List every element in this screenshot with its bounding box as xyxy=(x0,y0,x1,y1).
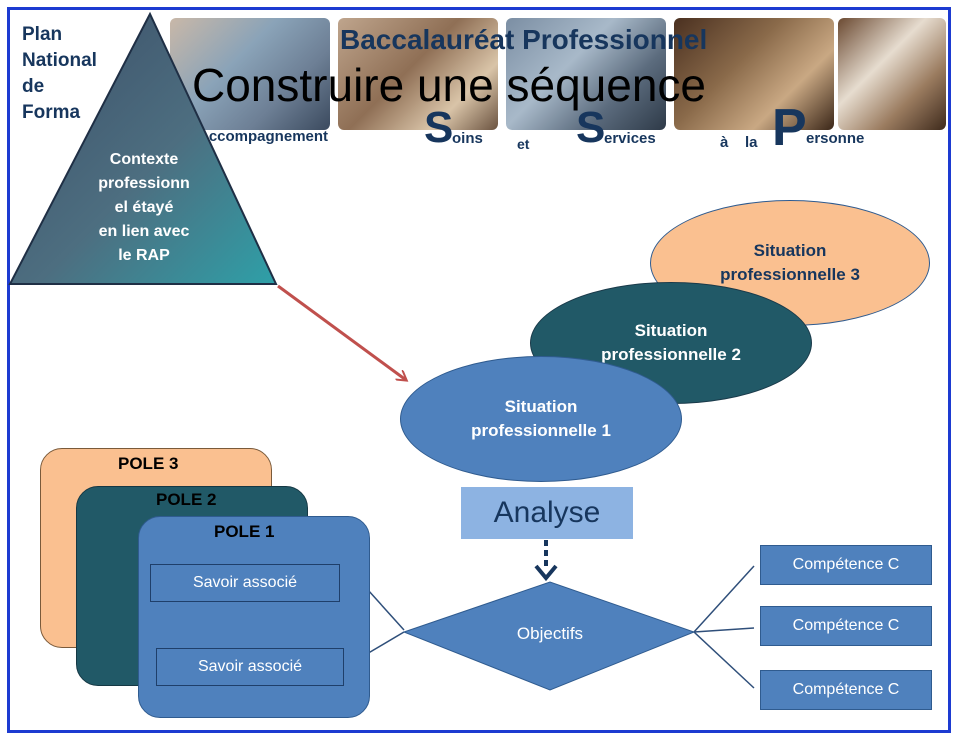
savoir-associe-box: Savoir associé xyxy=(150,564,340,602)
objectifs-label: Objectifs xyxy=(516,624,584,643)
context-triangle xyxy=(8,11,278,285)
situation-3-line2: professionnelle 3 xyxy=(720,265,860,284)
connector-line xyxy=(693,565,755,633)
competence-box: Compétence C xyxy=(760,670,932,710)
situation-1-line2: professionnelle 1 xyxy=(471,421,611,440)
triangle-line: en lien avec xyxy=(98,223,190,240)
plan-line: de xyxy=(22,76,45,97)
dashed-arrow-head xyxy=(534,564,558,582)
connector-line xyxy=(693,627,755,633)
situation-3-line1: Situation xyxy=(753,241,827,260)
subtitle-letter-p: P xyxy=(772,99,807,157)
header-photo-4 xyxy=(674,18,834,130)
pole-1-card xyxy=(138,516,370,718)
context-triangle-text: Contexte professionn el étayé en lien av… xyxy=(80,148,208,268)
subtitle-soins: oins xyxy=(452,130,483,147)
triangle-line: professionn xyxy=(98,175,190,192)
situation-1-line1: Situation xyxy=(504,397,578,416)
plan-line: Forma xyxy=(22,102,81,123)
plan-line: Plan xyxy=(22,24,63,45)
pole-3-label: POLE 3 xyxy=(118,454,179,473)
triangle-line: le RAP xyxy=(118,247,170,264)
header-photo-1 xyxy=(170,18,330,130)
subtitle-personne: ersonne xyxy=(806,130,865,147)
connector-line xyxy=(367,589,405,631)
pole-1-label: POLE 1 xyxy=(214,522,275,541)
triangle-line: Contexte xyxy=(109,151,179,168)
triangle-line: el étayé xyxy=(114,199,174,216)
title-construire-sequence: Construire une séquence xyxy=(192,59,706,111)
plan-national-text: Plan National de Forma xyxy=(22,22,132,126)
header-photo-2 xyxy=(338,18,498,130)
subtitle-letter-s1: S xyxy=(424,103,454,152)
subtitle-la: la xyxy=(745,134,758,151)
pole-2-label: POLE 2 xyxy=(156,490,217,509)
header-photo-3 xyxy=(506,18,666,130)
connector-line xyxy=(693,631,755,689)
subtitle-services: ervices xyxy=(604,130,656,147)
subtitle-et: et xyxy=(517,136,530,152)
situation-2-line2: professionnelle 2 xyxy=(601,345,741,364)
header-photo-5 xyxy=(838,18,946,130)
title-baccalaureat: Baccalauréat Professionnel xyxy=(340,24,708,55)
savoir-associe-box: Savoir associé xyxy=(156,648,344,686)
objectifs-diamond xyxy=(402,581,696,691)
context-arrow xyxy=(277,284,406,380)
analyse-box: Analyse xyxy=(461,487,633,539)
subtitle-accompagnement: Accompagnement xyxy=(198,128,329,145)
competence-box: Compétence C xyxy=(760,606,932,646)
situation-1-ellipse: Situation professionnelle 1 xyxy=(400,356,682,482)
situation-2-line1: Situation xyxy=(634,321,708,340)
subtitle-letter-s2: S xyxy=(576,103,606,152)
subtitle-a: à xyxy=(720,134,729,151)
competence-box: Compétence C xyxy=(760,545,932,585)
plan-line: National xyxy=(22,50,97,71)
